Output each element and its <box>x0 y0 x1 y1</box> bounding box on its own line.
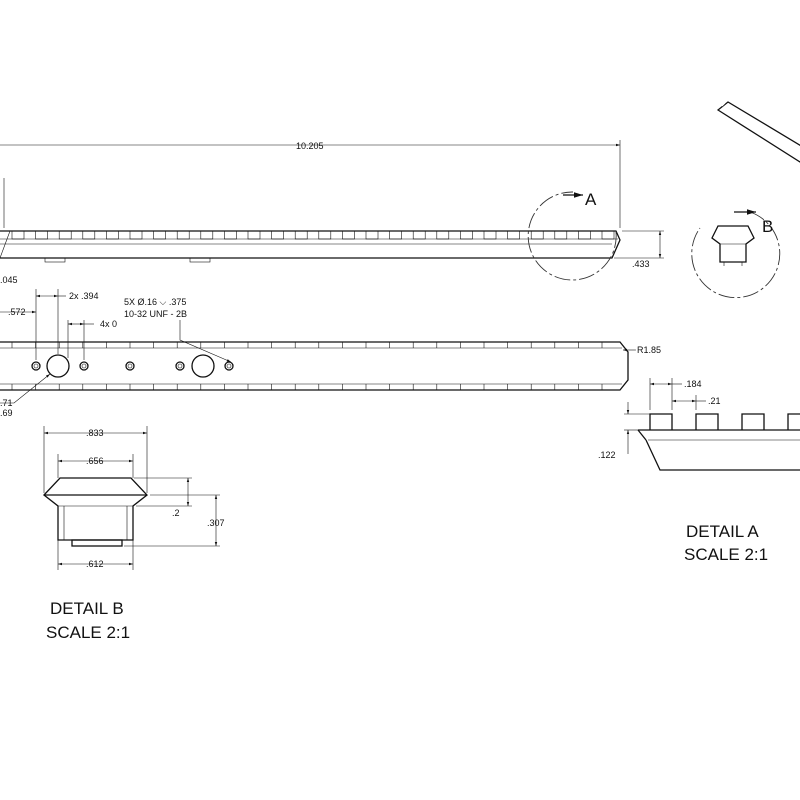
detail-a-title: DETAIL A <box>686 522 759 541</box>
side-slot <box>460 230 473 240</box>
detail-a-teeth <box>649 413 800 430</box>
hole-callout-1: 5X Ø.16 ⌵ .375 <box>124 297 186 307</box>
detail-b: .833 .656 .612 .2 .307 DETAIL B SCALE 2:… <box>43 426 225 642</box>
hole-3 <box>125 361 135 371</box>
side-slot <box>129 230 143 240</box>
side-slot <box>224 230 237 240</box>
side-slot <box>153 230 166 240</box>
top-view: 2x .394 .572 4x 0 5X Ø.16 ⌵ .375 10-32 U… <box>0 289 661 418</box>
side-slot <box>35 230 48 240</box>
isometric-tooth <box>763 127 768 132</box>
side-slot <box>82 230 96 240</box>
side-slots <box>11 230 615 240</box>
isometric-tooth <box>769 131 774 136</box>
side-slot <box>342 230 355 240</box>
counterbore-1 <box>46 354 70 378</box>
isometric-tooth <box>793 145 798 150</box>
detail-b-letter: B <box>762 217 773 236</box>
isometric-tooth <box>775 135 780 139</box>
side-slot <box>176 230 190 240</box>
dim-counterbore: 4x 0 <box>100 319 117 329</box>
side-slot <box>530 230 544 240</box>
dim-height: .433 <box>632 259 650 269</box>
isometric-tooth <box>739 113 744 118</box>
dim-first-offset: .572 <box>8 307 26 317</box>
isometric-view <box>716 101 800 163</box>
side-slot <box>200 230 214 240</box>
isometric-teeth <box>721 102 800 153</box>
dim-total-height: .307 <box>207 518 225 528</box>
side-slot <box>389 230 402 240</box>
dim-spacing: 2x .394 <box>69 291 99 301</box>
side-slot <box>507 230 520 240</box>
dim-dovetail-height: .2 <box>172 508 180 518</box>
isometric-tooth <box>751 120 756 125</box>
side-slot <box>578 230 591 240</box>
side-slot <box>483 230 497 240</box>
dim-left-partial-b: .69 <box>0 408 13 418</box>
side-slot <box>365 230 379 240</box>
side-slot <box>554 230 568 240</box>
dim-slot-width: .21 <box>708 396 721 406</box>
side-slot <box>412 230 426 240</box>
detail-b-scale: SCALE 2:1 <box>46 623 130 642</box>
side-slot <box>58 230 72 240</box>
dim-slot-pitch: .184 <box>684 379 702 389</box>
counterbore-2 <box>191 354 215 378</box>
side-slot <box>271 230 284 240</box>
top-view-ticks <box>11 342 603 390</box>
isometric-tooth <box>781 138 786 143</box>
hole-1 <box>31 361 41 371</box>
dim-left-partial: .045 <box>0 275 18 285</box>
dim-left-partial-a: .71 <box>0 398 13 408</box>
side-view: 10.205 .045 .433 A <box>0 140 664 285</box>
dim-slot-depth: .122 <box>598 450 616 460</box>
detail-a-tooth <box>649 413 673 430</box>
isometric-tooth <box>727 106 732 110</box>
detail-a: .184 .21 .122 DETAIL A SCALE 2:1 <box>598 378 800 564</box>
detail-a-tooth <box>741 413 765 430</box>
side-slot <box>436 230 450 240</box>
isometric-tooth <box>787 142 792 146</box>
hole-4 <box>175 361 185 371</box>
dim-upper-width: .656 <box>86 456 104 466</box>
isometric-tooth <box>721 102 726 107</box>
dim-overall-length: 10.205 <box>296 141 324 151</box>
detail-a-scale: SCALE 2:1 <box>684 545 768 564</box>
isometric-tooth <box>733 109 738 114</box>
detail-a-tooth <box>787 413 800 430</box>
side-slot <box>601 230 615 240</box>
isometric-tooth <box>757 124 762 128</box>
side-slot <box>106 230 119 240</box>
dim-bottom-width: .612 <box>86 559 104 569</box>
side-slot <box>11 230 25 240</box>
end-view: B <box>691 209 781 299</box>
detail-a-tooth <box>695 413 719 430</box>
hole-5 <box>224 361 234 371</box>
dim-radius: R1.85 <box>637 345 661 355</box>
dim-top-width: .833 <box>86 428 104 438</box>
detail-b-title: DETAIL B <box>50 599 124 618</box>
side-slot <box>318 230 332 240</box>
isometric-tooth <box>745 117 750 121</box>
side-slot <box>247 230 261 240</box>
hole-callout-2: 10-32 UNF - 2B <box>124 309 187 319</box>
detail-a-letter: A <box>585 190 597 209</box>
side-slot <box>294 230 308 240</box>
hole-2 <box>79 361 89 371</box>
